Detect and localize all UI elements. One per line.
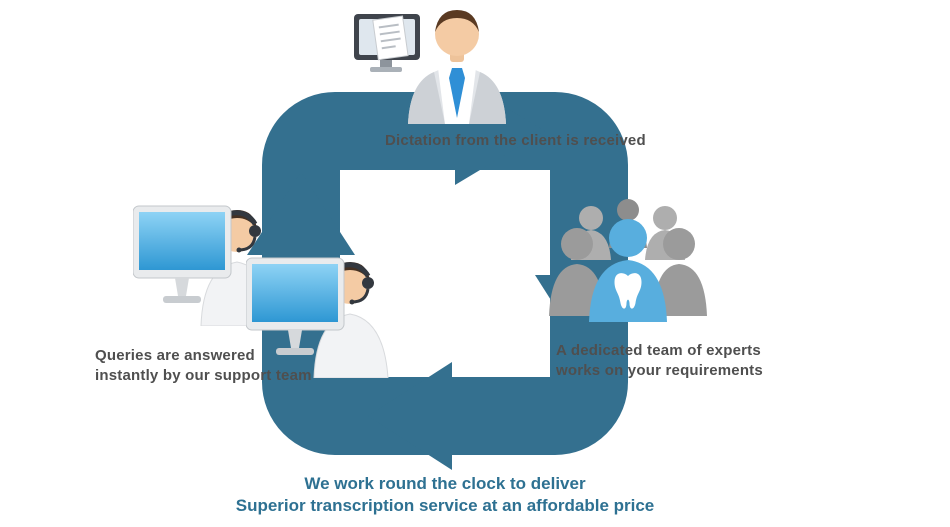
businessman-with-computer-icon [354, 10, 506, 124]
businessman-figure [408, 10, 506, 124]
arrowhead-up-icon [247, 172, 355, 255]
tie-icon [449, 68, 465, 118]
left-caption: Queries are answered instantly by our su… [95, 346, 360, 386]
footer-line1: We work round the clock to deliver [304, 474, 586, 493]
tooth-icon [614, 273, 642, 309]
footer-caption: We work round the clock to deliver Super… [95, 473, 795, 517]
top-caption-text: Dictation from the client is received [385, 132, 646, 149]
document-icon [372, 15, 409, 61]
footer-line2: Superior transcription service at an aff… [235, 496, 655, 515]
left-caption-line1: Queries are answered [95, 347, 255, 364]
right-caption-line2: works on your requirements [556, 362, 763, 379]
team-flank-members [549, 228, 707, 316]
team-group-icon [549, 199, 707, 322]
right-caption: A dedicated team of experts works on you… [556, 341, 876, 381]
left-caption-line2: instantly by our support team [95, 367, 312, 384]
right-caption-line1: A dedicated team of experts [556, 342, 761, 359]
support-agent-icon [246, 257, 389, 378]
team-leader-figure [589, 219, 667, 322]
arrowhead-left-icon [368, 362, 452, 470]
support-agent-icon [133, 205, 276, 326]
monitor-icon [246, 257, 345, 355]
monitor-icon [133, 205, 232, 303]
top-caption: Dictation from the client is received [385, 131, 725, 151]
